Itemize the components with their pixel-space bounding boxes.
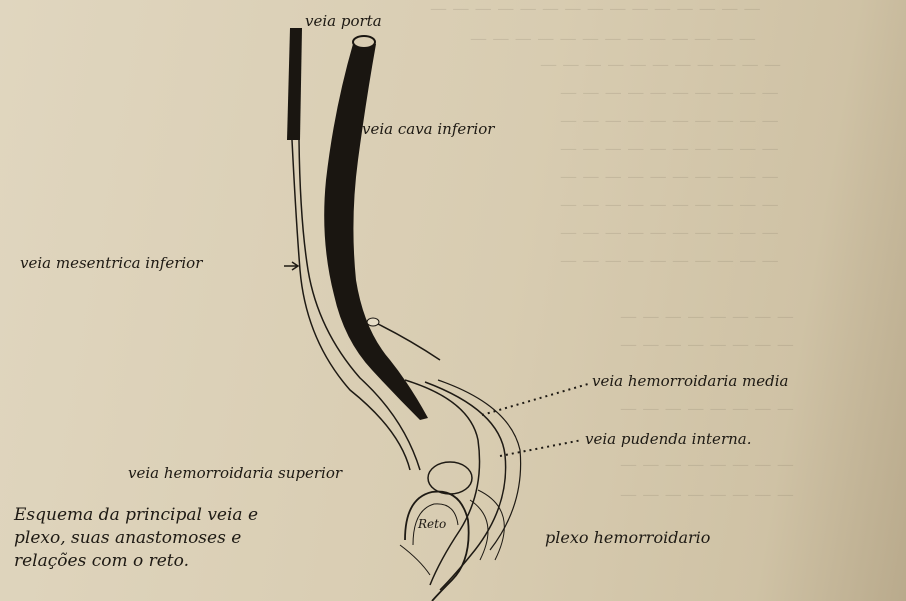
label-internal-pudendal: veia pudenda interna.: [585, 432, 751, 447]
vena-cava-inferior: [324, 40, 428, 420]
figure-caption: Esquema da principal veia e plexo, suas …: [14, 504, 374, 573]
label-superior-hemorrhoidal: veia hemorroidaria superior: [128, 466, 342, 481]
rectum-outline: [405, 492, 469, 601]
label-inferior-mesenteric: veia mesentrica inferior: [20, 256, 202, 271]
mesenteric-arrow: [284, 262, 298, 270]
portal-vein: [287, 28, 302, 140]
label-vena-cava-inferior: veia cava inferior: [362, 122, 494, 137]
label-hemorrhoidal-plexus: plexo hemorroidario: [545, 530, 710, 546]
internal-pudendal-leader: [500, 440, 582, 456]
label-vein-portal: veia porta: [305, 14, 382, 29]
middle-hemorrhoidal-leader: [482, 384, 588, 415]
label-rectum: Reto: [418, 518, 446, 530]
vena-cava-opening: [353, 36, 375, 48]
small-branch: [378, 324, 440, 360]
vena-cava-spot: [367, 318, 379, 326]
label-middle-hemorrhoidal: veia hemorroidaria media: [592, 374, 789, 389]
plexus-junction: [428, 462, 472, 494]
